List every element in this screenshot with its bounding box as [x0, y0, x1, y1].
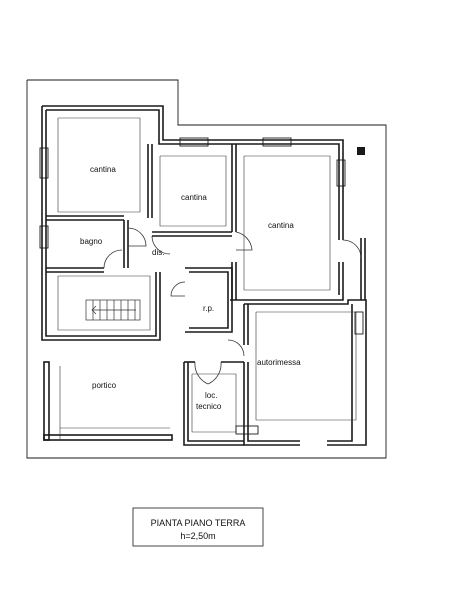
interior-walls: [46, 144, 237, 333]
garage-walls: [230, 238, 367, 446]
room-label-cantina-center: cantina: [181, 193, 207, 202]
room-label-cantina-left: cantina: [90, 165, 116, 174]
caption-height: h=2,50m: [180, 531, 215, 541]
room-label-bagno: bagno: [80, 237, 103, 246]
room-label-cantina-right: cantina: [268, 221, 294, 230]
doors: [103, 227, 362, 385]
site-boundary: [26, 79, 387, 459]
room-label-dis: dis.: [152, 248, 164, 257]
caption-title: PIANTA PIANO TERRA: [151, 518, 246, 528]
room-label-loc: loc.: [205, 391, 217, 400]
caption: PIANTA PIANO TERRA h=2,50m: [132, 507, 264, 547]
room-label-rp: r.p.: [203, 304, 214, 313]
room-label-autorimessa: autorimessa: [257, 358, 301, 367]
room-label-tecnico: tecnico: [196, 402, 222, 411]
portico-walls: [43, 361, 173, 441]
staircase: [85, 299, 141, 321]
room-label-portico: portico: [92, 381, 117, 390]
building-outer-walls: [41, 105, 344, 341]
dimension-lines: [57, 117, 357, 440]
tech-room-walls: [183, 361, 244, 446]
windows: [39, 137, 365, 435]
caption-box: [132, 507, 264, 547]
